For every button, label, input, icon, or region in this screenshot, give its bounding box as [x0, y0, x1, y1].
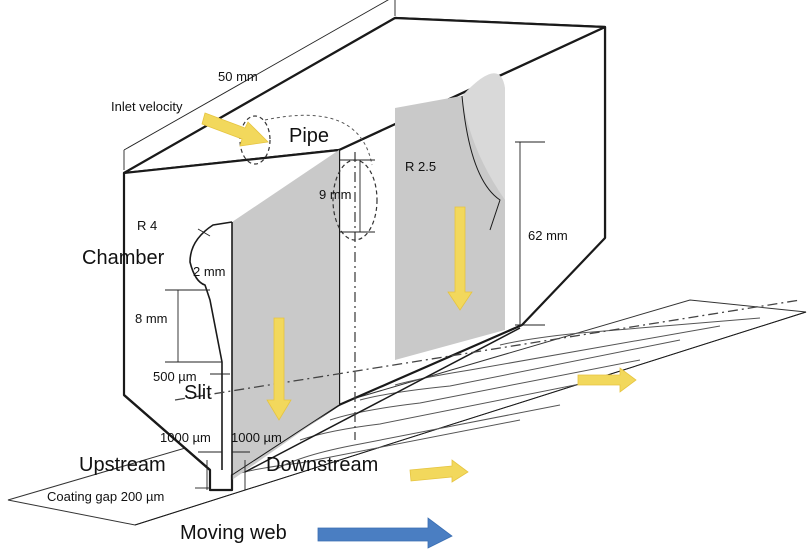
pipe-inlet-circle [239, 115, 271, 165]
inlet-velocity-arrow [201, 112, 269, 147]
dimension-lines [123, 0, 545, 490]
label-width-50mm: 50 mm [218, 69, 258, 84]
web-flow-lines [219, 317, 761, 481]
label-9mm: 9 mm [319, 187, 352, 202]
lip-edge [231, 404, 340, 476]
label-500um: 500 µm [153, 369, 197, 384]
pipe-section-far [462, 73, 505, 200]
front-lower-bevel [123, 394, 211, 471]
label-2mm: 2 mm [193, 264, 226, 279]
label-slit: Slit [184, 382, 212, 404]
label-inlet-velocity: Inlet velocity [111, 99, 183, 114]
slot-section-near [232, 150, 339, 480]
pipe-far-profile [461, 95, 501, 231]
label-moving-web: Moving web [180, 522, 287, 544]
downstream-flow-arrow [409, 459, 469, 483]
web-flow-arrow [577, 367, 637, 393]
pipe-guide-line [264, 114, 373, 166]
label-pipe: Pipe [289, 125, 329, 147]
label-8mm: 8 mm [135, 311, 168, 326]
label-r25: R 2.5 [405, 159, 436, 174]
label-chamber: Chamber [82, 247, 165, 269]
slot-flow-arrow-far [447, 206, 473, 311]
slot-flow-arrow-near [266, 317, 292, 421]
label-62mm: 62 mm [528, 228, 568, 243]
moving-web-arrow [317, 517, 453, 549]
label-r4: R 4 [137, 218, 157, 233]
label-coating-gap: Coating gap 200 µm [47, 489, 164, 504]
label-upstream-1000um: 1000 µm [160, 430, 211, 445]
label-upstream: Upstream [79, 454, 166, 476]
label-downstream-1000um: 1000 µm [231, 430, 282, 445]
label-downstream: Downstream [266, 454, 378, 476]
slot-section-far [395, 88, 505, 360]
web-front-edge [134, 311, 807, 526]
chamber-outline [189, 221, 233, 470]
